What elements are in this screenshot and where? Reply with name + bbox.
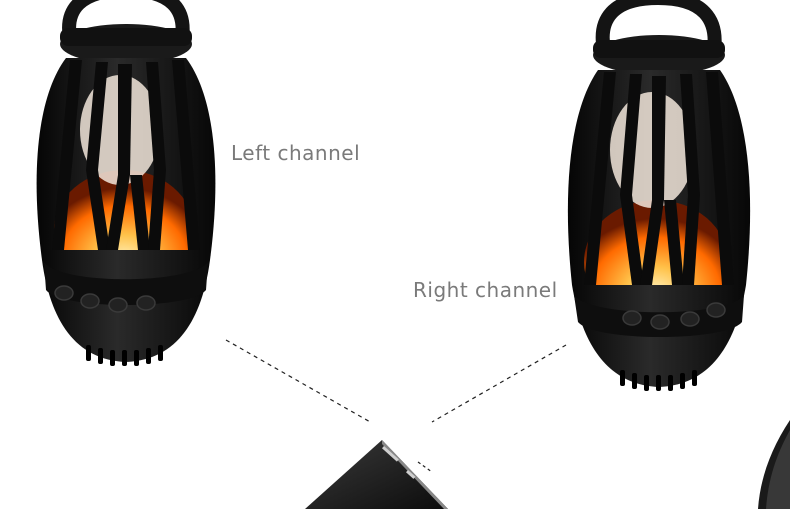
left-channel-label: Left channel [231,141,361,165]
connection-line-left [225,339,373,424]
right-channel-label: Right channel [413,278,558,302]
right-speaker-lantern [567,0,751,391]
cage-bars [584,72,734,285]
left-speaker-lantern [36,0,216,366]
lantern-handle [595,0,722,52]
connection-line-right [431,344,567,423]
bottom-grille [86,345,163,366]
control-buttons [622,302,726,330]
bottom-grille [620,370,697,391]
phone-device [305,440,448,509]
lantern-handle [62,0,190,40]
control-buttons [54,285,156,313]
cage-bars [52,60,200,250]
